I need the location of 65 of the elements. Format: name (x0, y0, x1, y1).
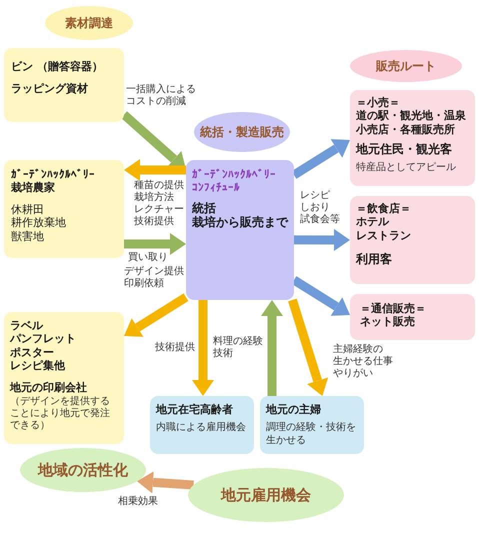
note-text: （デザインを提供することにより地元で発注できる） (10, 396, 111, 433)
section-title: 販売ルート (376, 58, 436, 74)
edge-label: 一括購入によるコストの削減 (126, 84, 196, 108)
note-text: 内職による雇用機会 (156, 422, 246, 435)
item-text: 地元の印刷会社 (10, 380, 87, 394)
item-text: 地元在宅高齢者 (156, 403, 233, 416)
outcome-title: 地域の活性化 (38, 460, 128, 480)
entry-heading: 地元住民・観光客 (356, 142, 452, 157)
info-box (150, 396, 254, 454)
edge-label: 技術提供 (155, 342, 195, 354)
entry-heading: 栽培から販売まで (192, 215, 288, 230)
item-text: ラベル (10, 319, 43, 332)
info-box (350, 294, 475, 340)
edge-label: 料理の経験技術 (213, 336, 263, 360)
arrow (192, 300, 214, 396)
edge-label: 種苗の提供栽培方法レクチャー技術提供 (134, 180, 184, 228)
info-box (350, 196, 475, 284)
arrow (292, 276, 352, 319)
item-text: 道の駅・観光地・温泉 (356, 109, 466, 123)
info-box (4, 160, 124, 258)
arrow (136, 471, 194, 494)
item-text: ＝小売＝ (356, 96, 400, 110)
arrow (294, 228, 350, 251)
arrow (124, 159, 186, 181)
item-text: 栽培農家 (11, 181, 55, 195)
item-text: 休耕田 (11, 202, 44, 216)
info-box (4, 48, 124, 122)
edge-label: 相乗効果 (118, 496, 158, 508)
item-text: 地元の主婦 (266, 403, 321, 416)
product-name: ｶﾞｰﾃﾞﾝﾊｯｸﾙﾍﾞﾘｰ (192, 168, 276, 182)
item-text: ネット販売 (360, 315, 415, 329)
info-box (186, 160, 294, 300)
entry-heading: 統括 (192, 200, 216, 216)
arrow (122, 293, 188, 340)
item-text: レシピ集他 (10, 359, 65, 373)
edge-label: レシピしおり試食会等 (300, 190, 340, 226)
note-text: 特産品としてアピール (356, 162, 456, 174)
item-text: パンフレット (10, 332, 76, 346)
item-text: 獣害地 (11, 230, 44, 244)
edge-label: 買い取り (128, 252, 168, 264)
info-box (350, 90, 475, 186)
item-text: ｶﾞｰﾃﾞﾝﾊｯｸﾙﾍﾞﾘｰ (11, 168, 95, 182)
outcome-title: 地元雇用機会 (221, 486, 311, 504)
section-title: 統括・製造販売 (200, 124, 284, 140)
item-text: ビン （贈答容器） (11, 60, 103, 74)
note-text: 調理の経験・技術を生かせる (266, 422, 357, 447)
item-text: ホテル (356, 215, 389, 229)
entry-heading: 利用客 (356, 252, 392, 267)
section-title: 素材調達 (65, 16, 113, 30)
arrow (261, 300, 283, 396)
edge-label: デザイン提供印刷依頼 (124, 266, 184, 290)
arrow (288, 298, 328, 398)
item-text: ＝通信販売＝ (360, 302, 426, 316)
item-text: ポスター (10, 346, 54, 360)
item-text: レストラン (356, 228, 411, 242)
item-text: 耕作放棄地 (11, 216, 66, 230)
item-text: ＝飲食店＝ (356, 202, 411, 216)
arrow (292, 136, 352, 179)
item-text: ラッピング資材 (11, 82, 88, 96)
edge-label: 主婦経験の生かせる仕事やりがい (333, 344, 393, 380)
item-text: 小売店・各種販売所 (356, 122, 455, 136)
info-box (260, 396, 364, 454)
arrow (124, 233, 186, 255)
info-box (4, 312, 124, 444)
product-name: ｺﾝﾌｨﾁｭｰﾙ (192, 181, 240, 195)
